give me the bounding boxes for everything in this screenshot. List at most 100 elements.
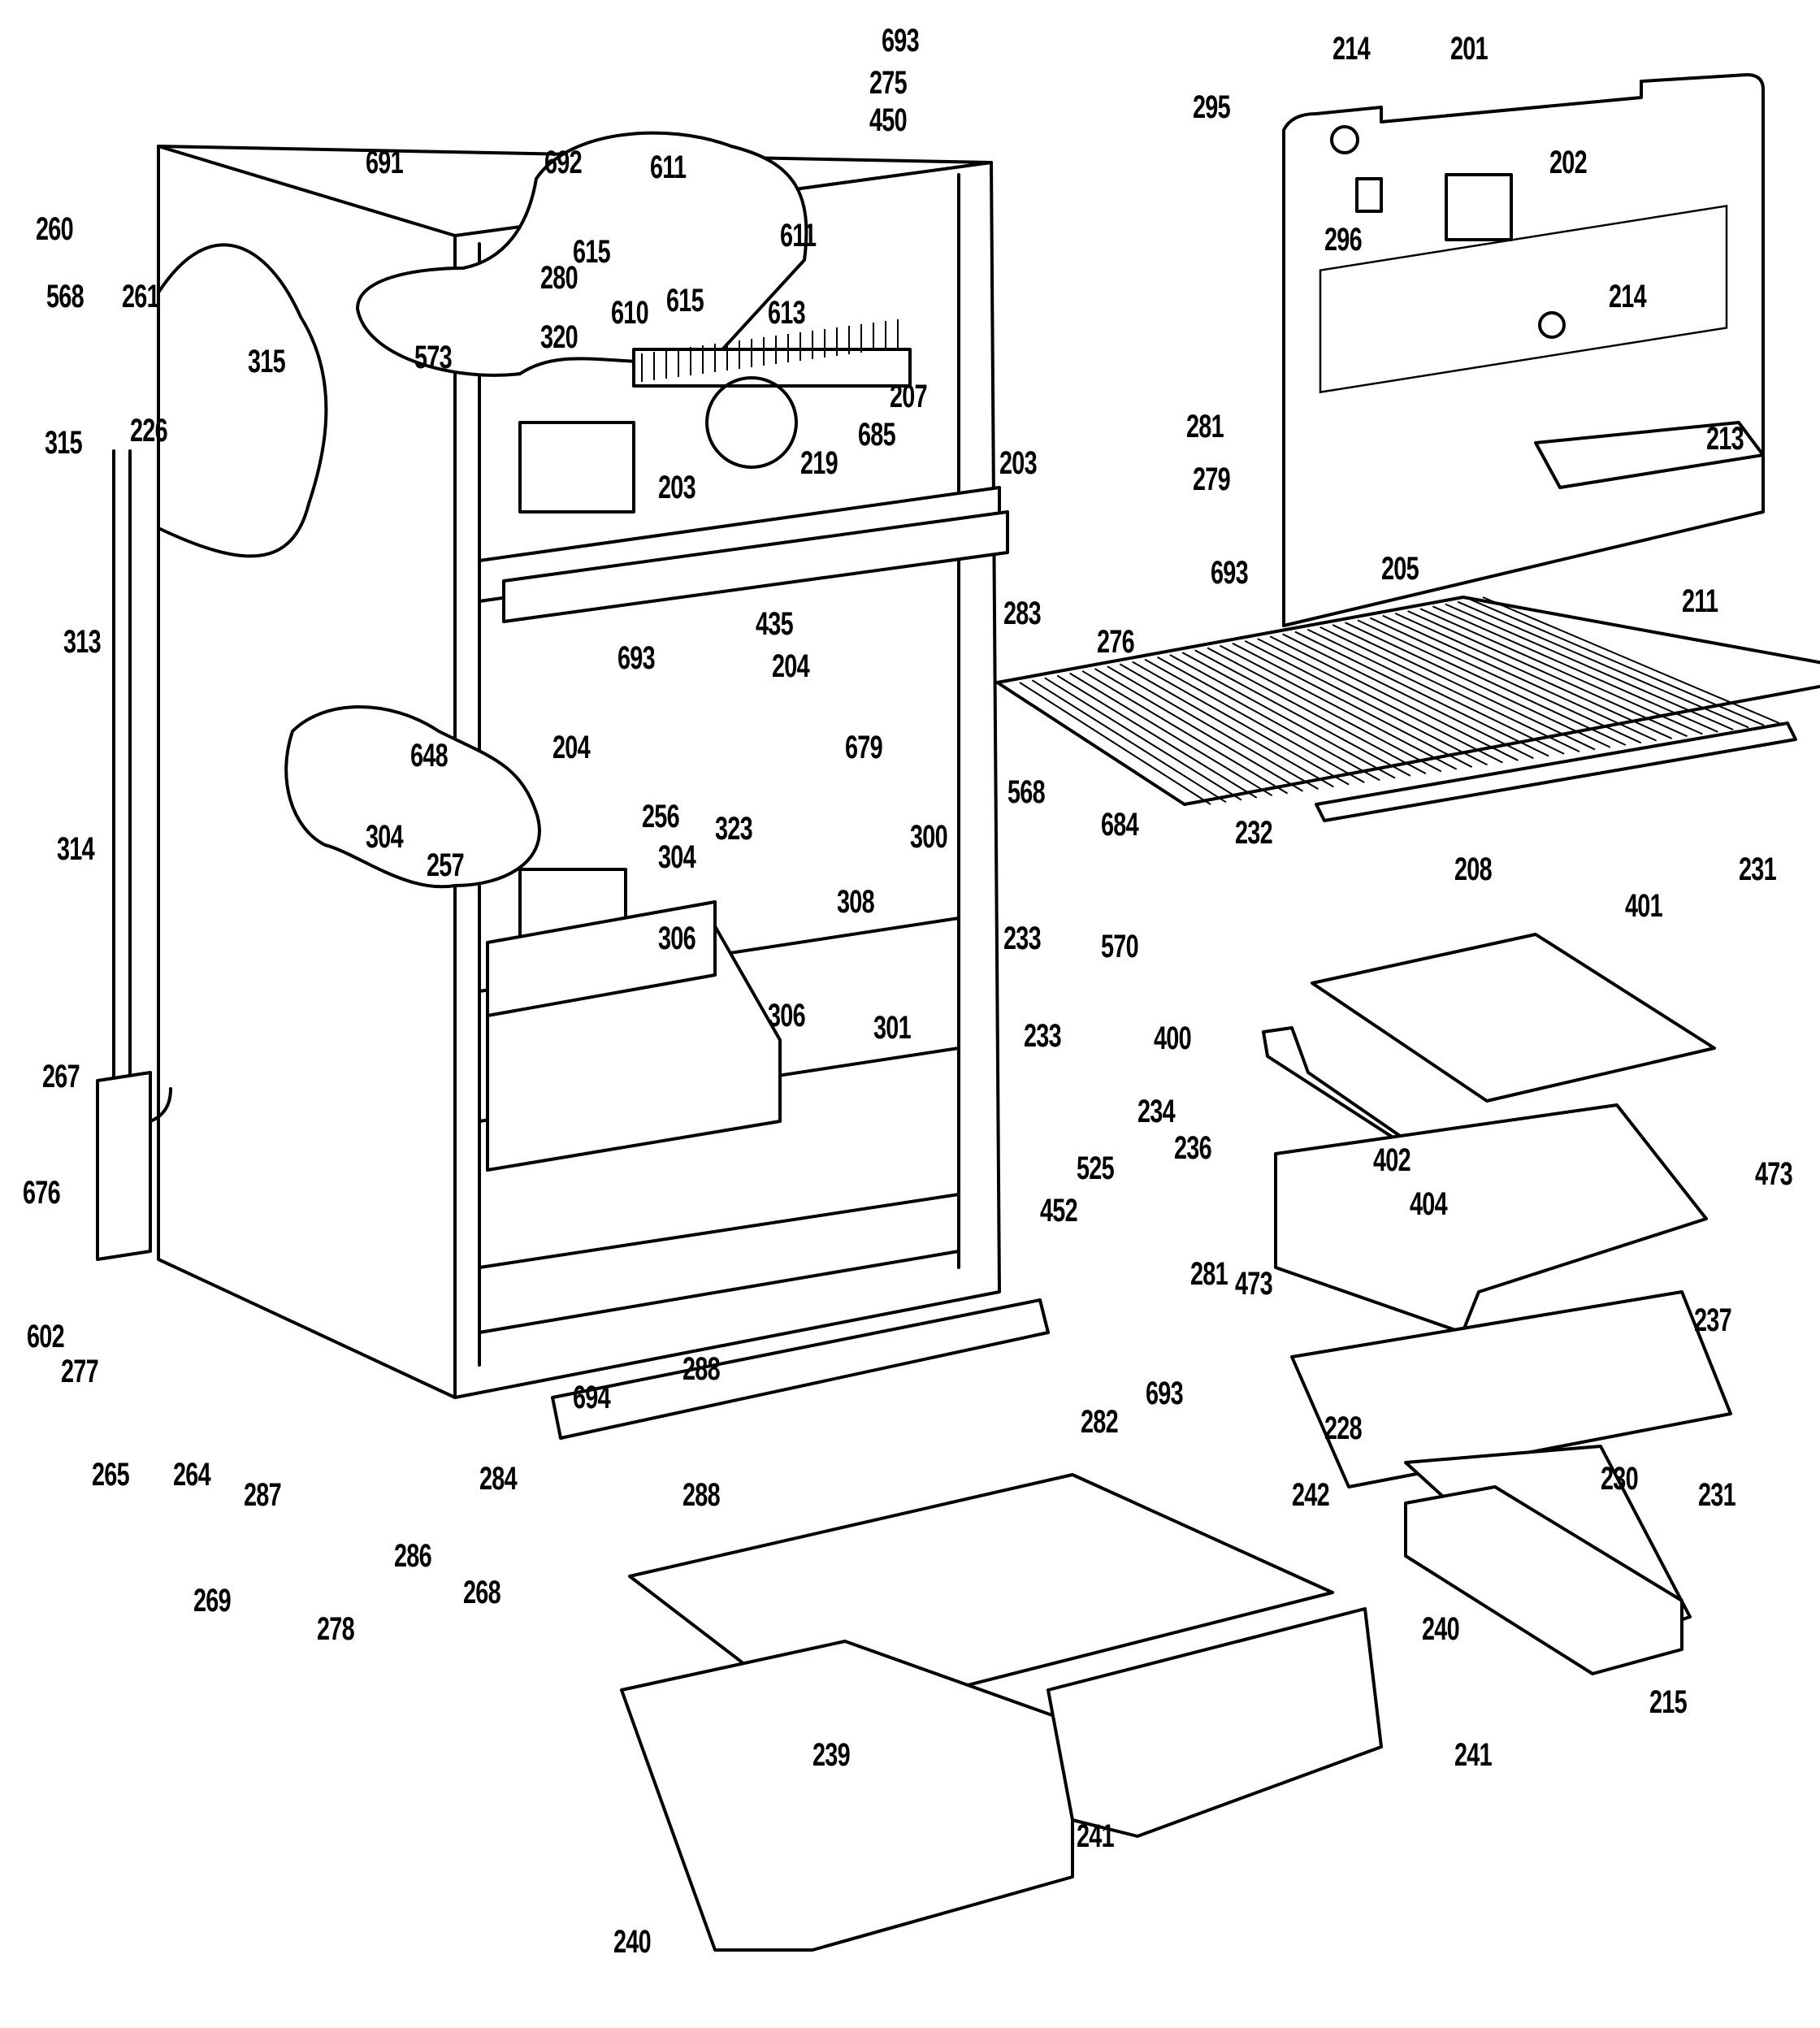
part-label-401: 401 xyxy=(1625,888,1663,924)
part-label-296: 296 xyxy=(1324,222,1363,258)
shelf-wire xyxy=(1069,672,1273,797)
part-label-232: 232 xyxy=(1235,815,1273,851)
part-label-203: 203 xyxy=(658,470,696,505)
part-label-269: 269 xyxy=(193,1583,232,1618)
shelf-wire xyxy=(1156,656,1380,782)
part-label-240: 240 xyxy=(1422,1611,1460,1647)
part-label-261: 261 xyxy=(122,279,160,314)
part-label-602: 602 xyxy=(27,1319,65,1354)
part-label-613: 613 xyxy=(768,295,806,331)
part-label-213: 213 xyxy=(1706,421,1744,457)
part-label-473: 473 xyxy=(1755,1156,1793,1192)
shelf-wire xyxy=(1181,652,1411,777)
part-label-573: 573 xyxy=(414,340,453,375)
part-label-278: 278 xyxy=(317,1611,355,1647)
part-label-450: 450 xyxy=(869,102,908,138)
part-label-239: 239 xyxy=(812,1737,851,1773)
part-label-281: 281 xyxy=(1186,409,1224,444)
part-label-202: 202 xyxy=(1549,145,1588,180)
shelf-wire xyxy=(1320,626,1580,753)
part-label-275: 275 xyxy=(869,65,908,101)
shelf-wire xyxy=(1056,674,1258,799)
shelf-wire xyxy=(1482,596,1780,724)
part-label-265: 265 xyxy=(92,1457,130,1493)
part-label-207: 207 xyxy=(890,379,928,414)
part-label-315: 315 xyxy=(45,425,83,461)
trim-bars xyxy=(478,486,1050,1440)
part-label-611: 611 xyxy=(650,150,687,185)
part-label-211: 211 xyxy=(1682,583,1718,619)
part-label-214: 214 xyxy=(1609,279,1647,314)
part-label-685: 685 xyxy=(858,417,896,453)
part-label-283: 283 xyxy=(1003,596,1042,631)
part-label-435: 435 xyxy=(756,606,794,642)
part-label-236: 236 xyxy=(1174,1130,1212,1166)
part-label-304: 304 xyxy=(366,819,404,855)
part-label-242: 242 xyxy=(1292,1477,1330,1513)
part-label-452: 452 xyxy=(1040,1193,1078,1228)
part-label-240: 240 xyxy=(613,1924,652,1960)
shelf-wire xyxy=(1419,608,1703,735)
shelf-wire xyxy=(1232,642,1473,768)
shelf-wire xyxy=(1306,628,1565,755)
shelf-wire xyxy=(1382,614,1658,742)
part-label-241: 241 xyxy=(1077,1818,1115,1854)
part-label-693: 693 xyxy=(1211,555,1249,591)
part-label-284: 284 xyxy=(479,1461,518,1497)
part-label-308: 308 xyxy=(837,884,875,920)
part-label-260: 260 xyxy=(36,211,74,247)
left-cutaway xyxy=(157,243,328,558)
part-label-568: 568 xyxy=(46,279,84,314)
shelf-wire xyxy=(1394,612,1672,739)
part-label-320: 320 xyxy=(540,319,578,355)
part-label-241: 241 xyxy=(1454,1737,1493,1773)
part-label-234: 234 xyxy=(1138,1094,1176,1129)
ice-tray xyxy=(1534,421,1765,489)
part-label-233: 233 xyxy=(1003,921,1042,956)
shelf-wire xyxy=(1369,617,1642,744)
part-label-204: 204 xyxy=(552,730,591,765)
part-label-313: 313 xyxy=(63,624,102,660)
shelf-wire xyxy=(1294,630,1549,757)
shelf-wire xyxy=(1031,679,1227,804)
part-label-610: 610 xyxy=(611,295,649,331)
part-label-525: 525 xyxy=(1077,1150,1115,1186)
shelf-wire xyxy=(1470,598,1765,726)
part-label-315: 315 xyxy=(248,344,286,379)
part-label-226: 226 xyxy=(130,413,168,448)
shelf-wire xyxy=(1269,635,1519,761)
part-label-692: 692 xyxy=(544,145,583,180)
shelf-wire xyxy=(1345,622,1611,748)
part-label-256: 256 xyxy=(642,799,680,834)
shelf-wire xyxy=(1207,647,1442,773)
part-label-287: 287 xyxy=(244,1477,282,1513)
part-label-286: 286 xyxy=(394,1538,432,1574)
part-label-204: 204 xyxy=(772,648,810,684)
shelf-wire xyxy=(1244,640,1488,766)
door-bin-215 xyxy=(1404,1485,1684,1675)
part-label-648: 648 xyxy=(410,738,448,774)
part-label-230: 230 xyxy=(1601,1461,1639,1497)
part-label-306: 306 xyxy=(768,998,806,1034)
drain-tube xyxy=(96,449,172,1261)
part-label-280: 280 xyxy=(540,260,578,296)
shelf-wire xyxy=(1119,663,1334,788)
shelf-wire xyxy=(1457,600,1749,729)
shelf-wire xyxy=(1144,658,1365,783)
shelf-wire xyxy=(1407,610,1688,738)
shelf-wire xyxy=(1169,654,1396,779)
shelf-wire xyxy=(1094,668,1304,792)
shelf-wire xyxy=(1432,605,1718,733)
shelf-wire xyxy=(1357,619,1627,746)
part-label-295: 295 xyxy=(1193,89,1231,125)
part-label-231: 231 xyxy=(1698,1477,1736,1513)
part-label-684: 684 xyxy=(1101,807,1139,843)
shelf-wire xyxy=(1107,665,1319,790)
freezer-door-liner xyxy=(1282,73,1765,627)
part-label-279: 279 xyxy=(1193,462,1231,497)
shelf-wire xyxy=(1282,633,1534,760)
shelf-wire xyxy=(1019,682,1211,805)
part-label-402: 402 xyxy=(1373,1142,1411,1178)
part-label-268: 268 xyxy=(463,1575,501,1610)
